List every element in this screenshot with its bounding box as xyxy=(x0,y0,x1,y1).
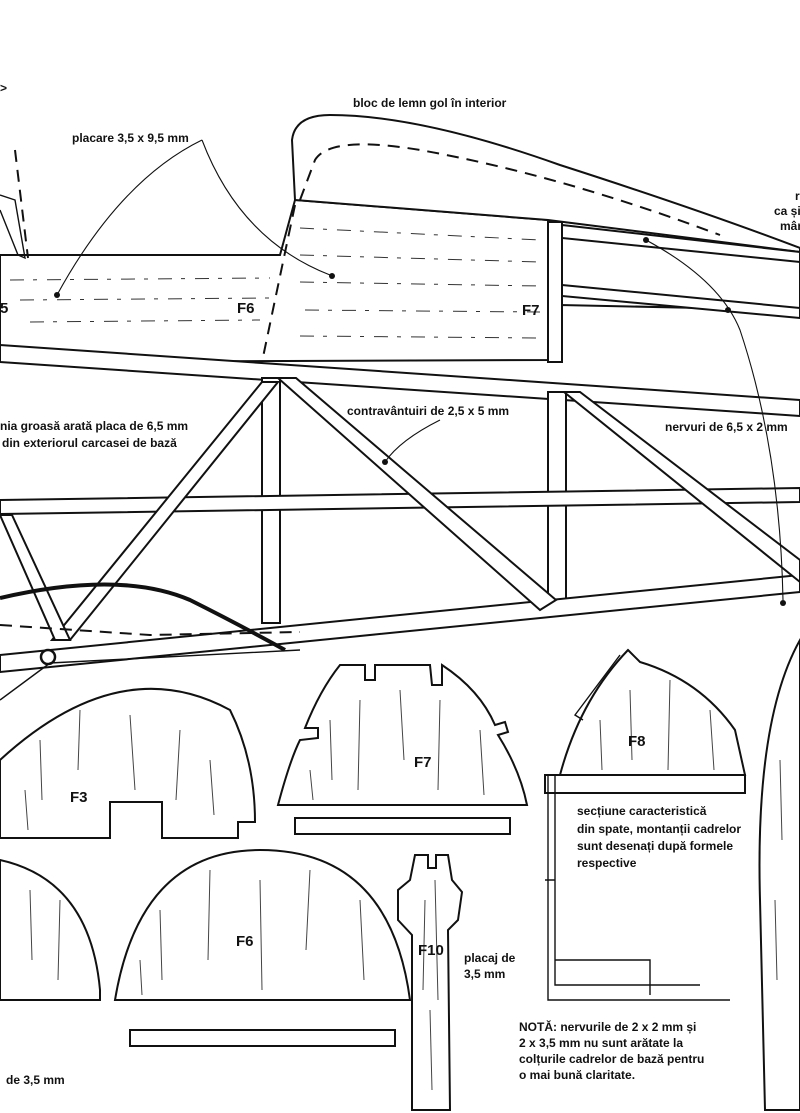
frame-label-f8: F8 xyxy=(628,733,646,750)
lower-edge-line xyxy=(0,649,301,701)
label-note-2: 2 x 3,5 mm nu sunt arătate la xyxy=(519,1036,683,1050)
fuselage-side-view xyxy=(0,113,800,701)
f6-strip xyxy=(129,1029,396,1047)
label-thick-line-2: din exteriorul carcasei de bază xyxy=(2,436,177,450)
diagonal-brace-4 xyxy=(0,514,72,641)
label-section-3: sunt desenați după formele xyxy=(577,839,733,853)
middle-longeron xyxy=(0,486,800,516)
thick-outer-plate-line xyxy=(0,582,286,652)
hollow-block-dashed-outline xyxy=(299,143,721,236)
top-left-mark: > xyxy=(0,81,7,95)
frame-label-f6-side: F6 xyxy=(237,300,255,317)
tail-hook-ring xyxy=(39,648,57,666)
top-longeron xyxy=(0,343,800,418)
cockpit-edge xyxy=(0,194,26,260)
label-cut-right-3: mân xyxy=(780,219,800,233)
label-note-4: o mai bună claritate. xyxy=(519,1068,635,1082)
label-bracing: contravântuiri de 2,5 x 5 mm xyxy=(347,404,509,418)
bottom-dashed-line xyxy=(0,624,301,637)
former-f5-fragment xyxy=(0,858,101,1001)
label-section-2: din spate, montanții cadrelor xyxy=(577,822,741,836)
f8-section-outline xyxy=(545,654,730,1001)
former-f6 xyxy=(113,848,412,1047)
label-plywood-2: 3,5 mm xyxy=(464,967,505,981)
cockpit-edge-dashed xyxy=(14,149,29,259)
frame-label-f7: F7 xyxy=(414,754,432,771)
leader-lines xyxy=(54,139,786,606)
label-cut-right-1: r xyxy=(795,189,800,203)
label-section-4: respective xyxy=(577,856,637,870)
right-edge-fragment xyxy=(758,637,800,1111)
label-note-3: colțurile cadrelor de bază pentru xyxy=(519,1052,704,1066)
label-thick-line-1: nia groasă arată placa de 6,5 mm xyxy=(0,419,188,433)
label-cut-right-2: ca și xyxy=(774,204,800,218)
label-hollow-block: bloc de lemn gol în interior xyxy=(353,96,507,110)
diagonal-brace-2 xyxy=(275,377,558,612)
frame-label-f7-side: F7 xyxy=(522,302,540,319)
former-f7-upright xyxy=(547,221,563,363)
former-f3 xyxy=(0,687,257,839)
frame-label-f10: F10 xyxy=(418,942,444,959)
f8-strip xyxy=(544,774,746,794)
frame-label-f5: 5 xyxy=(0,300,8,317)
frame-label-f6: F6 xyxy=(236,933,254,950)
right-stringer-top xyxy=(561,223,800,264)
label-ribs: nervuri de 6,5 x 2 mm xyxy=(665,420,788,434)
frame-label-f3: F3 xyxy=(70,789,88,806)
f7-strip xyxy=(294,817,511,835)
former-f7 xyxy=(276,663,529,835)
label-sheathing: placare 3,5 x 9,5 mm xyxy=(72,131,189,145)
right-stringer-mid xyxy=(561,283,800,320)
planking-grain xyxy=(9,227,541,339)
former-f10 xyxy=(397,854,464,1111)
label-note-1: NOTĂ: nervurile de 2 x 2 mm și xyxy=(519,1019,696,1034)
bottom-longeron xyxy=(0,573,800,674)
former-f8 xyxy=(544,648,747,1001)
label-plywood-1: placaj de xyxy=(464,951,516,965)
label-bottom-left: de 3,5 mm xyxy=(6,1073,65,1087)
diagonal-brace-3 xyxy=(561,391,800,584)
annotations: > bloc de lemn gol în interior placare 3… xyxy=(0,81,800,1087)
label-section-1: secțiune caracteristică xyxy=(577,804,707,818)
